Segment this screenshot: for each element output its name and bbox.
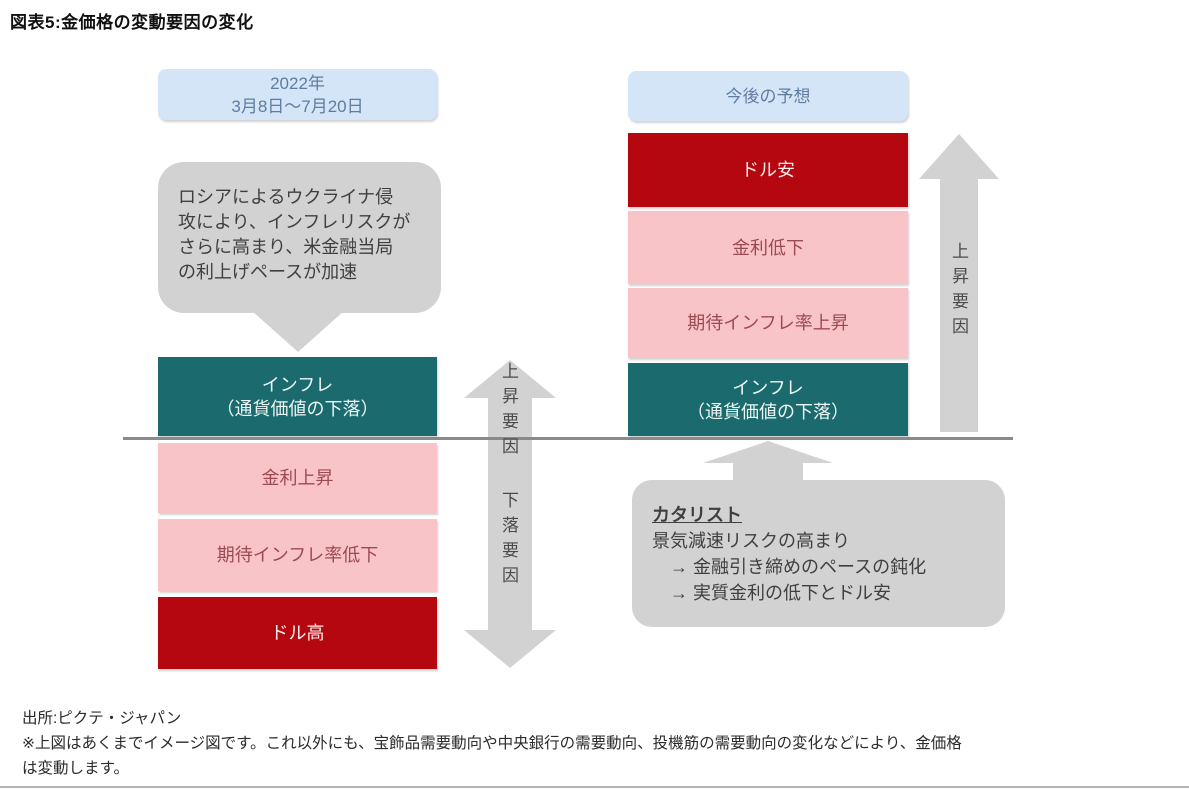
right-up-arrow-head-icon [919, 134, 999, 179]
center-double-arrow-shaft-icon [488, 396, 532, 632]
figure-title: 図表5:金価格の変動要因の変化 [10, 13, 254, 32]
right-period-header: 今後の予想 [628, 71, 908, 121]
left-box-inflation: インフレ （通貨価値の下落） [158, 357, 437, 436]
fall-factor-label-center: 下落要因 [499, 491, 518, 591]
left-box-dollar-high: ドル高 [158, 597, 437, 669]
footer-source: 出所:ピクテ・ジャパン [22, 710, 182, 727]
catalyst-body: 景気減速リスクの高まり → 金融引き締めのペースの鈍化 → 実質金利の低下とドル… [652, 531, 927, 603]
rise-factor-label-center: 上昇要因 [499, 362, 518, 462]
catalyst-arrow-head-icon [703, 441, 833, 463]
catalyst-arrow-shaft-icon [733, 462, 803, 481]
right-box-dollar-low: ドル安 [628, 133, 908, 207]
left-period-header: 2022年 3月8日～7月20日 [158, 69, 437, 120]
center-double-arrow-up-head-icon [464, 360, 556, 398]
center-double-arrow-down-head-icon [464, 630, 556, 668]
footer-note: ※上図はあくまでイメージ図です。これ以外にも、宝飾品需要動向や中央銀行の需要動向… [22, 735, 962, 777]
right-box-rate-fall: 金利低下 [628, 211, 908, 284]
left-box-expected-inflation-fall: 期待インフレ率低下 [158, 519, 437, 591]
callout-tail-icon [252, 311, 344, 352]
right-box-expected-inflation-rise: 期待インフレ率上昇 [628, 288, 908, 358]
right-box-inflation: インフレ （通貨価値の下落） [628, 363, 908, 436]
baseline-divider [123, 437, 1013, 440]
catalyst-title: カタリスト [652, 505, 742, 525]
left-callout-bubble: ロシアによるウクライナ侵 攻により、インフレリスクが さらに高まり、米金融当局 … [158, 162, 441, 313]
left-box-rate-rise: 金利上昇 [158, 443, 437, 513]
rise-factor-label-right: 上昇要因 [949, 242, 968, 342]
catalyst-box: カタリスト 景気減速リスクの高まり → 金融引き締めのペースの鈍化 → 実質金利… [632, 480, 1005, 627]
bottom-rule [0, 786, 1189, 788]
right-up-arrow-shaft-icon [940, 177, 978, 432]
